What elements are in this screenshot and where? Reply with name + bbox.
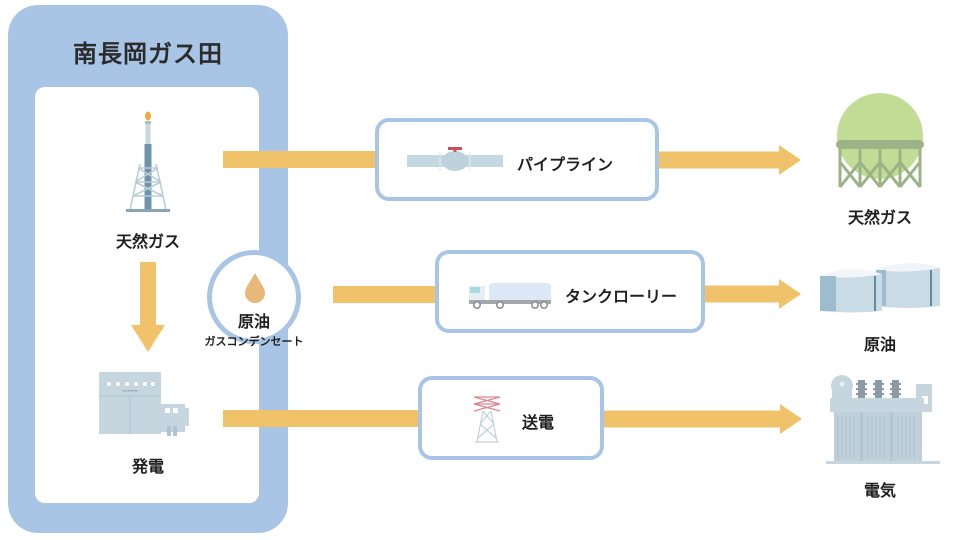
tanker-arrow-in <box>333 286 437 303</box>
pipeline-label: パイプライン <box>517 155 614 174</box>
natural-gas-destination-label: 天然ガス <box>847 208 912 227</box>
crude-oil-destination-label: 原油 <box>863 335 896 354</box>
transformer-icon <box>826 370 940 465</box>
electricity-destination-label: 電気 <box>863 481 896 500</box>
transmission-tower-icon <box>471 394 503 444</box>
pipeline-box <box>375 118 659 201</box>
transmission-label: 送電 <box>522 413 555 432</box>
natural-gas-source-label: 天然ガス <box>115 232 180 251</box>
gas-well-tower-icon <box>118 108 178 218</box>
gas-field-title: 南長岡ガス田 <box>73 40 223 68</box>
power-generation-label: 発電 <box>131 457 164 476</box>
tanker-arrow-out <box>705 278 801 310</box>
tanker-truck-box <box>435 250 705 333</box>
transmission-box <box>418 376 604 460</box>
pipeline-valve-icon <box>407 145 503 175</box>
power-plant-icon <box>97 370 197 436</box>
pipeline-arrow-in <box>223 151 376 168</box>
transmission-arrow-in <box>223 410 420 427</box>
crude-oil-circle <box>207 250 301 344</box>
gas-holder-tank-icon <box>834 92 926 188</box>
transmission-arrow-out <box>604 403 802 435</box>
tanker-truck-icon <box>467 280 553 310</box>
tanker-truck-label: タンクローリー <box>565 287 678 306</box>
crude-oil-source-label: 原油 <box>237 312 270 331</box>
oil-storage-tanks-icon <box>820 256 942 314</box>
down-arrow <box>131 262 165 354</box>
pipeline-arrow-out <box>659 144 801 176</box>
oil-drop-icon <box>243 272 267 304</box>
gas-condensate-label: ガスコンデンセート <box>204 335 304 348</box>
